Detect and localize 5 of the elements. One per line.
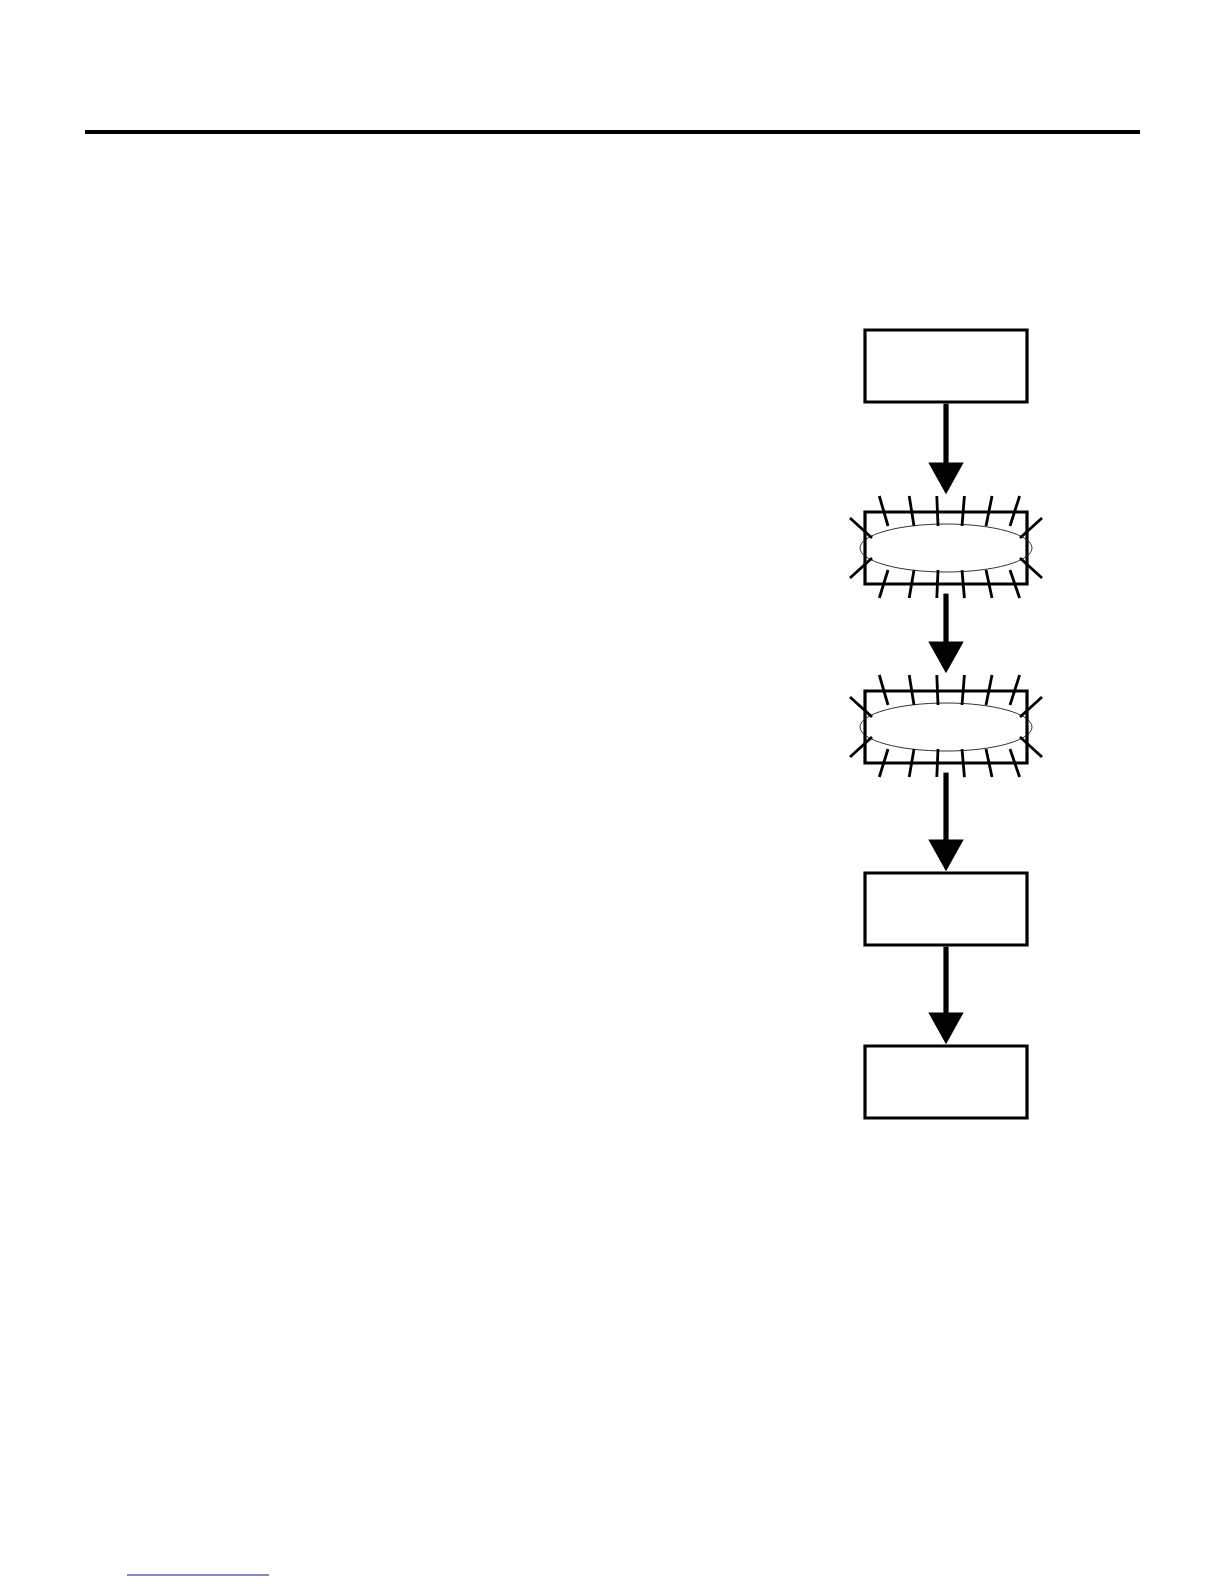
process-box xyxy=(863,871,1029,947)
flashing-display-box xyxy=(849,674,1043,778)
process-box xyxy=(863,1044,1029,1120)
flashing-display-box xyxy=(849,495,1043,599)
process-box xyxy=(863,328,1029,404)
